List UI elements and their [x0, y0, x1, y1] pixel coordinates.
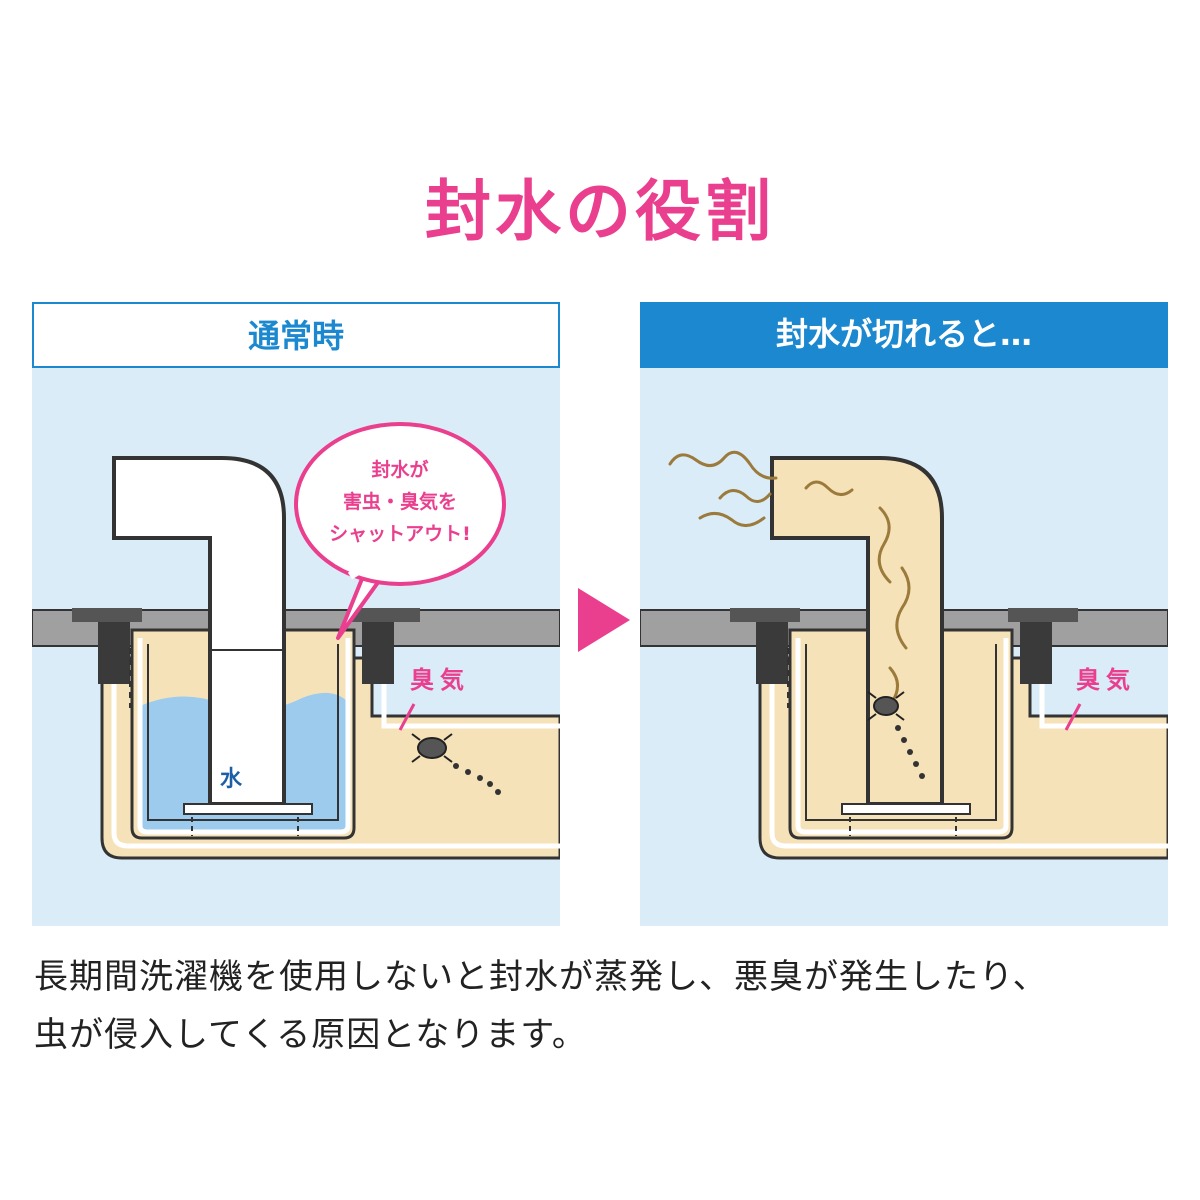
panel-broken: 封水が切れると… — [640, 302, 1168, 926]
panel-broken-body: 臭気 — [640, 368, 1168, 926]
flange-right — [1020, 614, 1052, 684]
bubble-line-3: シャットアウト! — [329, 523, 471, 545]
caption-line-1: 長期間洗濯機を使用しないと封水が蒸発し、悪臭が発生したり、 — [34, 957, 1048, 997]
drain-diagram-broken: 臭気 — [640, 450, 1168, 860]
flange-left — [756, 614, 788, 684]
bug-icon — [411, 733, 453, 763]
arrow-right-icon — [578, 588, 630, 652]
caption-line-2: 虫が侵入してくる原因となります。 — [34, 1015, 587, 1055]
page-title: 封水の役割 — [425, 173, 775, 250]
panel-normal: 通常時 — [32, 302, 560, 926]
odor-wisp-icon — [668, 450, 911, 704]
bug-icon — [867, 691, 905, 721]
flange-left — [98, 614, 130, 684]
drain-diagram-normal: 水 臭気 封水が 害虫・臭気を シ — [32, 422, 560, 860]
speech-bubble: 封水が 害虫・臭気を シャットアウト! — [294, 422, 506, 640]
panel-normal-body: 水 臭気 封水が 害虫・臭気を シ — [32, 368, 560, 926]
water-label: 水 — [220, 767, 243, 792]
odor-label-normal: 臭気 — [410, 666, 470, 694]
odor-label-broken: 臭気 — [1076, 666, 1136, 694]
panel-broken-header: 封水が切れると… — [640, 302, 1168, 368]
bubble-line-2: 害虫・臭気を — [343, 490, 457, 513]
bubble-line-1: 封水が — [371, 458, 428, 481]
flange-right — [362, 614, 394, 684]
caption: 長期間洗濯機を使用しないと封水が蒸発し、悪臭が発生したり、 虫が侵入してくる原因… — [34, 948, 1174, 1064]
panel-normal-header: 通常時 — [32, 302, 560, 368]
